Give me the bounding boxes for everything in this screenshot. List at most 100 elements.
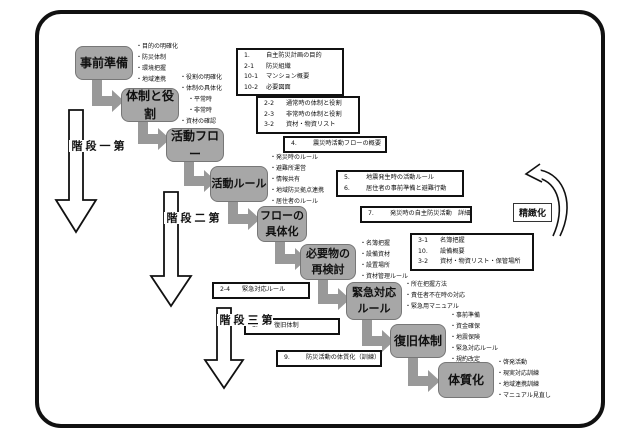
ref-box-7: 2-4 緊急対応ルール: [212, 282, 310, 299]
bullets-jizen: 目的の明確化 防災体制 環境把握 地域連携: [136, 41, 178, 85]
ref-num: 2-4: [220, 286, 231, 293]
ref-text: 緊急対応ルール: [242, 286, 286, 293]
ref-text: 資材・物資リスト: [286, 121, 336, 128]
step-taishitsuka: 体質化: [438, 362, 494, 398]
step-flow-gutaika: フローの具体化: [257, 206, 307, 242]
bullet-item: 設置場所: [360, 260, 408, 271]
flow-arrows: [92, 78, 440, 392]
ref-row: 1.自主防災計画の目的: [244, 51, 336, 62]
bullet-item: 防災体制: [136, 52, 178, 63]
ref-num: 5.: [344, 174, 350, 181]
bullets-kinkyu: 所在把握方法 責任者不在時の対応 緊急用マニュアル: [405, 279, 465, 312]
ref-num: 3-2: [418, 258, 429, 265]
step-katsudou-rule: 活動ルール: [210, 166, 268, 202]
bullet-item: 目的の明確化: [136, 41, 178, 52]
bullet-item: 事前準備: [450, 310, 498, 321]
ref-num: 6.: [344, 184, 350, 192]
ref-num: 10-1: [244, 73, 259, 80]
ref-box-5: 7.発災時の自主防災活動 詳細: [360, 206, 472, 223]
ref-row: 4. 震災時活動フローの概要: [291, 139, 382, 150]
ref-text: 必要図面: [266, 83, 291, 91]
ref-num: 10.: [418, 247, 428, 255]
arrow-6: [318, 278, 350, 310]
ref-num: 10-2: [244, 83, 259, 91]
bullet-item: 設備資材: [360, 249, 408, 260]
bullets-fukkyu: 事前準備 資金確保 地震保険 緊急対応ルール 規約改定: [450, 310, 498, 365]
bullet-item: 体制の具体化: [180, 83, 222, 94]
step-jizen-junbi: 事前準備: [75, 46, 133, 80]
step-kinkyu-taiou: 緊急対応ルール: [346, 282, 402, 320]
ref-row: 6.居住者の事前準備と避難行動: [344, 184, 456, 195]
bullet-item: 地域連携訓練: [497, 379, 551, 390]
stage-3-label: 第三段階: [217, 314, 273, 326]
bullet-item: 平常時: [180, 94, 222, 105]
ref-num: 9.: [284, 354, 290, 361]
ref-text: 非常時の体制と役割: [286, 110, 342, 118]
ref-row: 10-2 必要図面: [244, 83, 336, 94]
arrow-3: [184, 160, 216, 192]
ref-num: 3-1: [418, 237, 429, 244]
bullet-item: 非常時: [180, 105, 222, 116]
arrow-7: [362, 318, 394, 352]
bullet-item: 発災時のルール: [270, 152, 324, 163]
step-taisei-to-yakuwari: 体制と役割: [121, 88, 179, 122]
ref-num: 3-2: [264, 121, 275, 128]
ref-row: 9. 防災活動の体質化（訓練）: [284, 353, 380, 364]
bullet-item: マニュアル見直し: [497, 390, 551, 401]
bullet-item: 緊急用マニュアル: [405, 301, 465, 312]
stage-1-arrow: [54, 109, 98, 234]
ref-num: 2-3: [264, 110, 275, 118]
ref-row: 10. 設備概要: [418, 247, 526, 258]
stage-2-label: 第二段階: [164, 212, 220, 224]
ref-text: 通常時の体制と役割: [286, 100, 342, 107]
ref-text: 発災時の自主防災活動 詳細: [390, 210, 471, 217]
bullet-item: 役割の明確化: [180, 72, 222, 83]
ref-row: 2-4 緊急対応ルール: [220, 285, 302, 296]
ref-num: 1.: [244, 52, 250, 59]
bullet-item: 資金確保: [450, 321, 498, 332]
arrow-8: [408, 356, 440, 392]
ref-text: 防災活動の体質化（訓練）: [306, 354, 381, 361]
stage-1-label: 第一段階: [69, 140, 125, 152]
bullet-item: 緊急対応ルール: [450, 343, 498, 354]
bullet-item: 資材の確認: [180, 116, 222, 127]
stage-2-arrow: [149, 191, 193, 308]
bullet-item: 地域防災拠点連携: [270, 185, 324, 196]
ref-box-3: 4. 震災時活動フローの概要: [283, 136, 387, 153]
arrow-4: [228, 200, 260, 230]
ref-num: 4.: [291, 140, 297, 147]
bullet-item: 啓発活動: [497, 357, 551, 368]
bullet-item: 環境把握: [136, 63, 178, 74]
refine-curve-arrow: [524, 163, 568, 237]
ref-text: 設備概要: [440, 247, 465, 255]
ref-row: 5. 地震発生時の活動ルール: [344, 173, 456, 184]
arrow-1: [92, 78, 124, 112]
bullet-item: 責任者不在時の対応: [405, 290, 465, 301]
bullet-item: 名簿把握: [360, 238, 408, 249]
ref-box-9: 9. 防災活動の体質化（訓練）: [276, 350, 382, 367]
arrow-2: [138, 120, 170, 150]
bullet-item: 規約改定: [450, 354, 498, 365]
bullet-item: 地震保険: [450, 332, 498, 343]
bullets-rule: 発災時のルール 避難所運営 情報共有 地域防災拠点連携 居住者のルール: [270, 152, 324, 207]
bullets-taishitsu: 啓発活動 現実対応訓練 地域連携訓練 マニュアル見直し: [497, 357, 551, 401]
bullet-item: 資材管理ルール: [360, 271, 408, 282]
bullet-item: 所在把握方法: [405, 279, 465, 290]
ref-row: 3-2 資材・物資リスト: [264, 120, 352, 131]
bullet-item: 情報共有: [270, 174, 324, 185]
bullets-hitsuyou: 名簿把握 設備資材 設置場所 資材管理ルール: [360, 238, 408, 282]
ref-text: 復旧体制: [274, 322, 299, 329]
ref-text: 震災時活動フローの概要: [313, 140, 382, 147]
bullets-taisei: 役割の明確化 体制の具体化 平常時 非常時 資材の確認: [180, 72, 222, 127]
bullet-item: 避難所運営: [270, 163, 324, 174]
ref-text: 地震発生時の活動ルール: [366, 174, 435, 181]
